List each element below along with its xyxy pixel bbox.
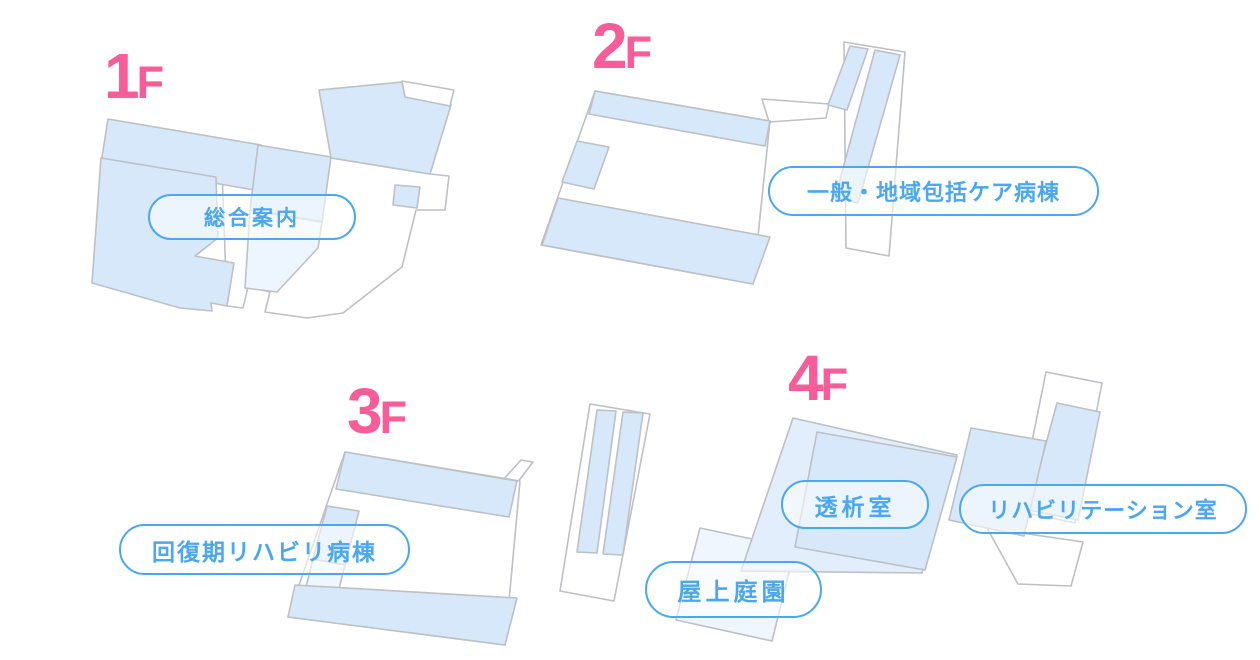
room-pill-dialysis-room[interactable]: 透析室 (781, 480, 929, 529)
floor-number-1f: 1 (104, 40, 140, 112)
room-pill-rehabilitation-room[interactable]: リハビリテーション室 (959, 484, 1247, 534)
floor-number-3f: 3 (347, 375, 383, 447)
room-pill-rooftop-garden-label: 屋上庭園 (677, 579, 790, 606)
floor-label-3f: 3 F (347, 375, 407, 447)
floor1-northeast-notch-shape (401, 80, 455, 107)
room-pill-rehabilitation-room-label: リハビリテーション室 (988, 498, 1218, 523)
floor-label-1f: 1 F (104, 40, 164, 112)
floor3-plan (287, 403, 651, 646)
room-pill-recovery-rehab-ward-label: 回復期リハビリ病棟 (152, 538, 377, 565)
floor2-plan (540, 41, 906, 285)
floor3-south-ward-shape (287, 584, 518, 646)
floor-suffix-3f: F (379, 392, 407, 443)
room-pill-recovery-rehab-ward[interactable]: 回復期リハビリ病棟 (119, 524, 410, 575)
floor2-south-ward-shape (541, 197, 771, 285)
room-pill-general-community-care-ward-label: 一般・地域包括ケア病棟 (806, 180, 1060, 205)
floor3-wing-strip-left-shape (576, 409, 617, 554)
floor-label-2f: 2 F (592, 10, 652, 82)
room-pill-general-information-label: 総合案内 (204, 207, 300, 230)
room-pill-general-community-care-ward[interactable]: 一般・地域包括ケア病棟 (768, 166, 1099, 216)
floor-number-2f: 2 (592, 10, 628, 82)
floor2-north-corridor-shape (588, 90, 771, 147)
floor1-small-room-shape (392, 184, 421, 209)
floor3-north-corridor-shape (335, 451, 518, 518)
floor-suffix-1f: F (136, 57, 164, 108)
room-pill-general-information[interactable]: 総合案内 (148, 194, 356, 240)
room-pill-rooftop-garden[interactable]: 屋上庭園 (645, 561, 822, 618)
floor-number-4f: 4 (788, 342, 824, 414)
floor2-connector-shape (761, 98, 830, 123)
floor-suffix-4f: F (820, 359, 848, 410)
floor3-wing-strip-right-shape (602, 411, 644, 556)
floor2-west-room-shape (561, 140, 610, 190)
floor-suffix-2f: F (624, 27, 652, 78)
floor2-wing-strip-short-shape (827, 45, 869, 111)
floor-label-4f: 4 F (788, 342, 848, 414)
floor4-southeast-outline-shape (986, 527, 1084, 587)
room-pill-dialysis-room-label: 透析室 (814, 493, 896, 520)
